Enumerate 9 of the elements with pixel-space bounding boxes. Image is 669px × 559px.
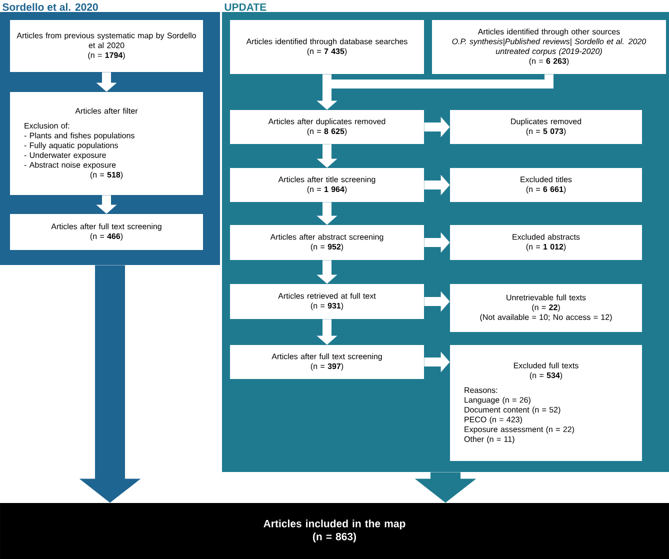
process-box: Articles identified through other sources O.P. synthesis|Published reviews| Sordello et al. 2020 untreated corpus (2019-2020) (n = 6 263) (432, 20, 666, 74)
panel-heading: Sordello et al. 2020 (2, 3, 98, 11)
process-box: Articles from previous systematic map by Sordello et al 2020 (n = 1794) (10, 20, 203, 72)
process-box: Articles identified through database searches (n = 7 435) (230, 20, 424, 74)
process-box: Excluded full texts (n = 534) Reasons: Language (n = 26) Document content (n = 52) PECO (n = 423) Exposure assessment (n = 22) Other (n = 11) (450, 345, 642, 461)
process-box: Articles after filter Exclusion of: - Plants and fishes populations - Fully aquatic populations - Underwater exposure - Abstract noise exposure (n = 518) (10, 92, 203, 195)
result-box: Articles included in the map (n = 863) (0, 503, 669, 559)
panel-heading: UPDATE (224, 3, 266, 11)
process-box: Unretrievable full texts (n = 22) (Not available = 10; No access = 12) (450, 284, 642, 332)
